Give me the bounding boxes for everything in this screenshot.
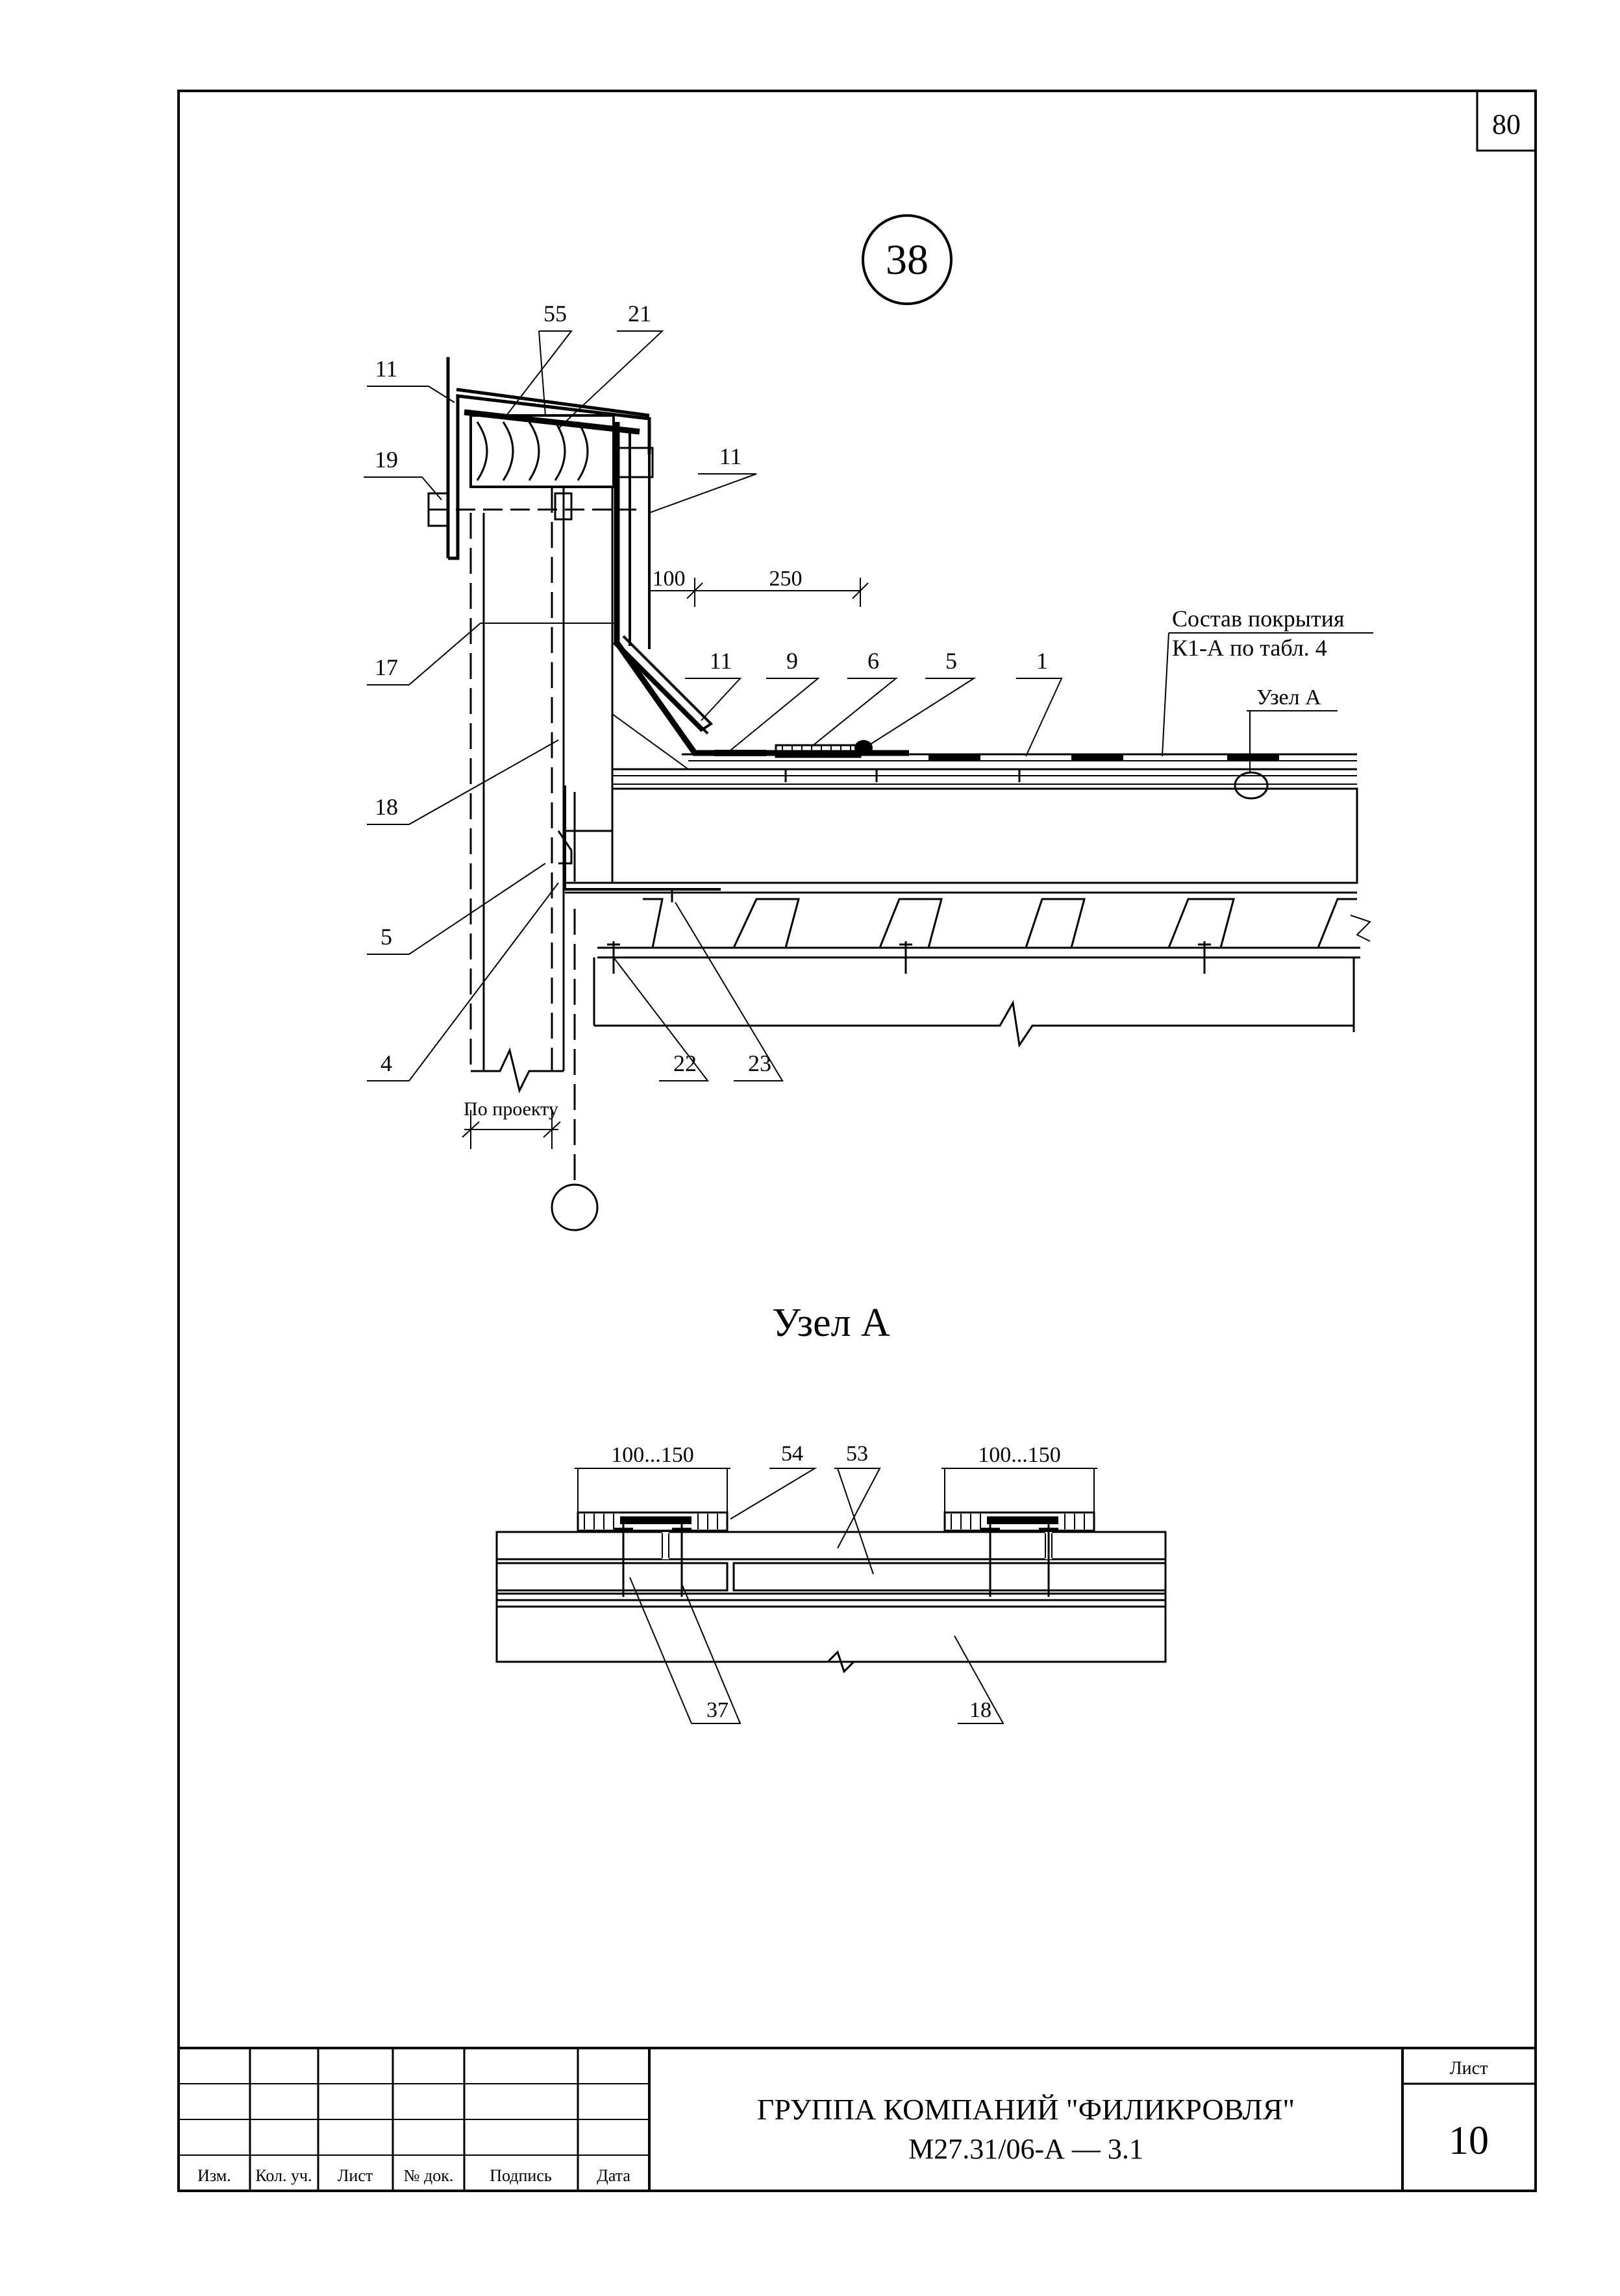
callout-11-right: 11 [719,443,742,469]
parapet-section: По проекту 100 250 Состав покрытия К1-А … [364,301,1373,1231]
dim-by-project: По проекту [464,1098,558,1120]
col-kol-uch: Кол. уч. [255,2166,312,2185]
sheet-frame [177,90,1537,2192]
node-dim-right: 100...150 [978,1443,1061,1467]
coating-note-line1: Состав покрытия [1172,606,1345,632]
callout-9: 9 [786,648,798,674]
col-doc-no: № док. [404,2166,454,2185]
node-callout-54: 54 [781,1442,803,1466]
company-name: ГРУППА КОМПАНИЙ "ФИЛИКРОВЛЯ" [757,2093,1295,2126]
callout-5-top: 5 [945,648,957,674]
axis-marker-circle [551,1183,599,1231]
callout-22: 22 [673,1050,697,1076]
node-callout-53: 53 [846,1442,868,1466]
callout-18: 18 [375,794,398,820]
dim-100: 100 [653,567,686,591]
callout-1: 1 [1036,648,1048,674]
detail-number-circle [862,214,953,305]
callout-5-left: 5 [380,924,392,950]
node-callout-18: 18 [969,1698,991,1722]
page-number: 80 [1492,108,1521,140]
col-date: Дата [597,2166,630,2185]
callout-11-top: 11 [375,356,398,382]
callout-21: 21 [628,301,651,327]
col-izm: Изм. [197,2166,231,2185]
callout-4: 4 [380,1050,392,1076]
dim-250: 250 [769,567,803,591]
col-signature: Подпись [490,2166,552,2185]
callout-11-apron: 11 [710,648,732,674]
node-callout-37: 37 [706,1698,729,1722]
sheet-label: Лист [1450,2058,1488,2079]
sheet-number: 10 [1449,2119,1489,2163]
node-a-ref: Узел А [1256,685,1321,710]
leader-lines [364,330,1063,1081]
callout-19: 19 [375,447,398,473]
callout-55: 55 [543,301,567,327]
page-number-box [1476,90,1537,152]
node-a-detail: 100...150 100...150 54 53 37 18 [495,1442,1167,1724]
title-block: Изм. Кол. уч. Лист № док. Подпись Дата Г… [177,2047,1537,2192]
coating-note-line2: К1-А по табл. 4 [1172,635,1327,661]
node-a-marker [1234,771,1269,800]
node-dim-left: 100...150 [611,1443,694,1467]
callout-17: 17 [375,654,398,680]
callout-23: 23 [748,1050,771,1076]
detail-number: 38 [886,236,928,284]
callout-6: 6 [867,648,879,674]
node-a-title: Узел А [772,1301,890,1345]
document-code: М27.31/06-А — 3.1 [908,2133,1143,2165]
col-list: Лист [338,2166,373,2185]
